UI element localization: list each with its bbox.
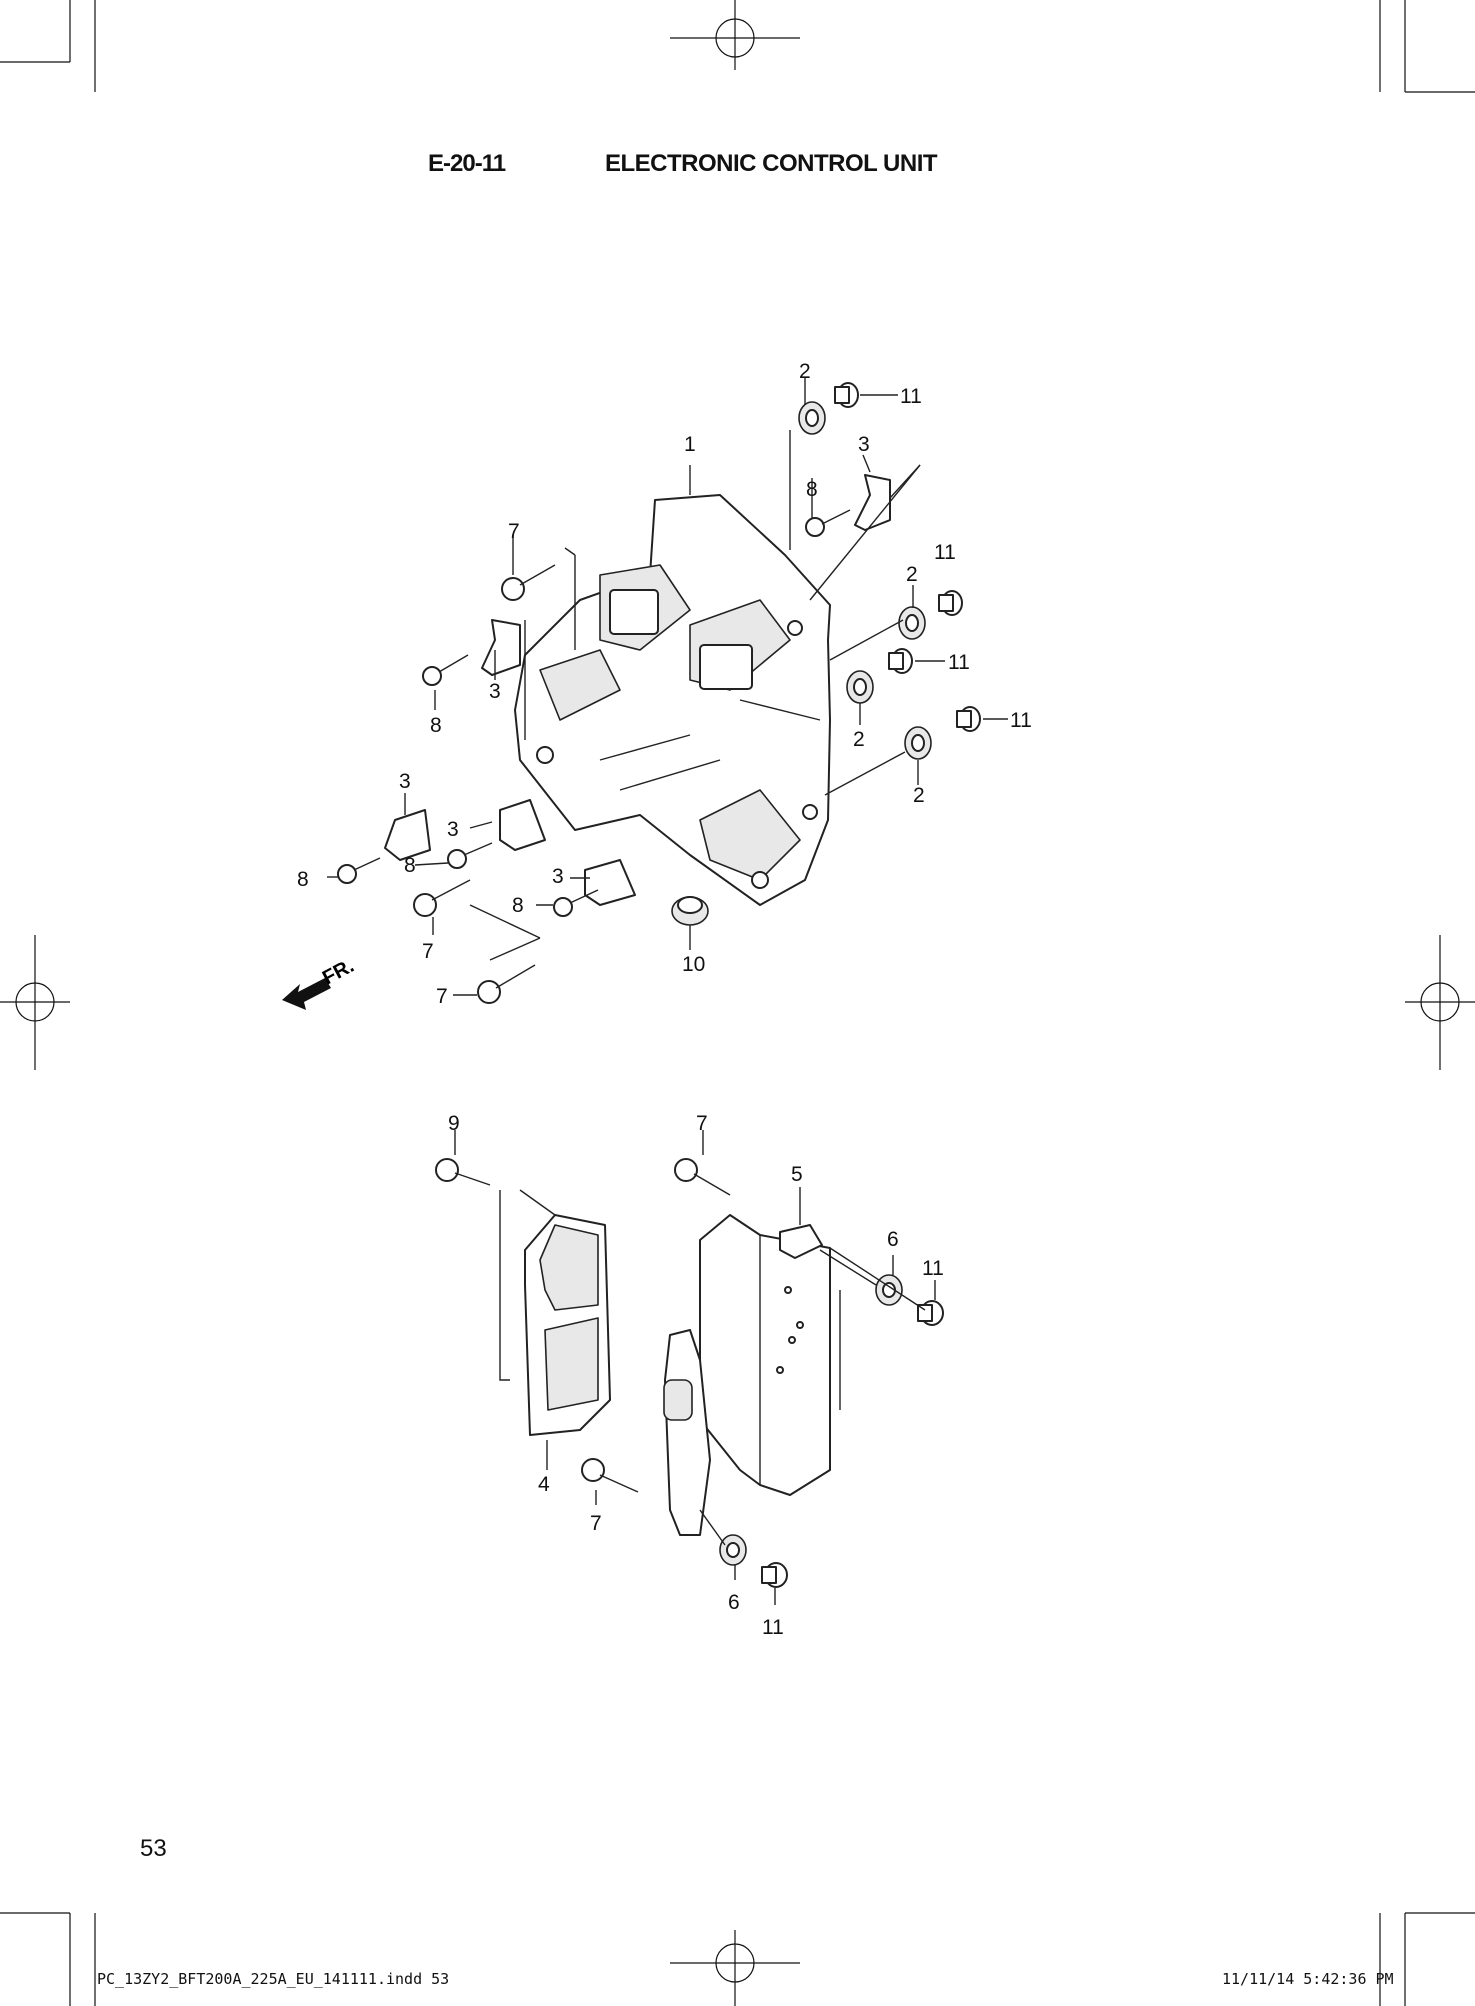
grommet-6a <box>875 1274 903 1306</box>
callout-11: 11 <box>934 541 956 564</box>
bolt-7c <box>477 964 536 1004</box>
bolt-7d <box>674 1158 731 1196</box>
collar-11a <box>834 382 859 408</box>
bolt-8c <box>337 857 381 884</box>
leader-lines-upper <box>327 378 1008 996</box>
callout-5: 5 <box>791 1163 803 1186</box>
grommet-2b <box>898 606 926 640</box>
callout-2: 2 <box>913 784 925 807</box>
bolt-9 <box>435 1158 491 1186</box>
collar-11d <box>956 706 981 732</box>
grommet-2c <box>846 670 874 704</box>
callout-3: 3 <box>489 680 501 703</box>
callout-9: 9 <box>448 1112 460 1135</box>
bolt-8b <box>422 654 469 686</box>
clip-3a <box>854 474 891 531</box>
front-direction-arrow: FR. <box>282 955 358 1010</box>
callout-2: 2 <box>906 563 918 586</box>
callout-11: 11 <box>948 651 970 674</box>
bolt-8d <box>447 842 493 869</box>
ecu-case <box>699 1214 831 1496</box>
registration-mark-left <box>0 935 70 1070</box>
registration-mark-top <box>670 0 800 70</box>
clip-3b <box>481 619 521 676</box>
grommet-6b <box>719 1534 747 1566</box>
callout-7: 7 <box>422 940 434 963</box>
bracket-part-5 <box>779 1224 823 1259</box>
registration-mark-bottom <box>670 1930 800 2006</box>
callout-7: 7 <box>590 1512 602 1535</box>
callout-3: 3 <box>552 865 564 888</box>
bolt-7b <box>413 879 471 917</box>
callout-7: 7 <box>436 985 448 1008</box>
bolt-8e <box>553 889 599 917</box>
callout-4: 4 <box>538 1473 550 1496</box>
diagram-code: E-20-11 <box>428 150 506 177</box>
callout-3: 3 <box>399 770 411 793</box>
collar-11f <box>761 1562 788 1588</box>
callout-8: 8 <box>806 478 818 501</box>
diagram-title: ELECTRONIC CONTROL UNIT <box>605 150 938 177</box>
clip-3d <box>499 799 546 851</box>
grommet-10 <box>671 896 709 926</box>
collar-11c <box>888 648 913 674</box>
callout-7: 7 <box>508 520 520 543</box>
plate-bracket <box>663 1329 711 1536</box>
grommet-2d <box>904 726 932 760</box>
callout-3: 3 <box>858 433 870 456</box>
leader-lines-lower <box>454 1130 936 1605</box>
clip-3c <box>384 809 431 861</box>
callout-1: 1 <box>684 433 696 456</box>
footer-timestamp: 11/11/14 5:42:36 PM <box>1222 1970 1394 1988</box>
footer-file-name: PC_13ZY2_BFT200A_225A_EU_141111.indd 53 <box>97 1970 450 1988</box>
grommet-2a <box>798 401 826 435</box>
callout-6: 6 <box>887 1228 899 1251</box>
ecu-part-4 <box>524 1214 611 1436</box>
bolt-7a <box>501 564 556 601</box>
callout-6: 6 <box>728 1591 740 1614</box>
callout-10: 10 <box>682 953 705 976</box>
callout-11: 11 <box>1010 709 1032 732</box>
clip-3e <box>584 859 636 906</box>
callout-8: 8 <box>297 868 309 891</box>
callout-11: 11 <box>922 1257 944 1280</box>
callout-8: 8 <box>404 854 416 877</box>
collar-11e <box>917 1300 944 1326</box>
callout-8: 8 <box>430 714 442 737</box>
callout-2: 2 <box>853 728 865 751</box>
callout-11: 11 <box>762 1616 784 1639</box>
bolt-8a <box>805 509 851 537</box>
callout-2: 2 <box>799 360 811 383</box>
bolt-7e <box>581 1458 639 1493</box>
registration-mark-right <box>1405 935 1475 1070</box>
callout-labels: 1 2 3 8 11 11 2 11 2 11 2 7 3 8 3 3 8 8 … <box>297 360 1032 1639</box>
page-number: 53 <box>140 1835 167 1862</box>
callout-11: 11 <box>900 385 922 408</box>
callout-3: 3 <box>447 818 459 841</box>
collar-11b <box>938 590 963 616</box>
callout-8: 8 <box>512 894 524 917</box>
callout-7: 7 <box>696 1112 708 1135</box>
ecu-bracket-part-1 <box>514 494 831 906</box>
